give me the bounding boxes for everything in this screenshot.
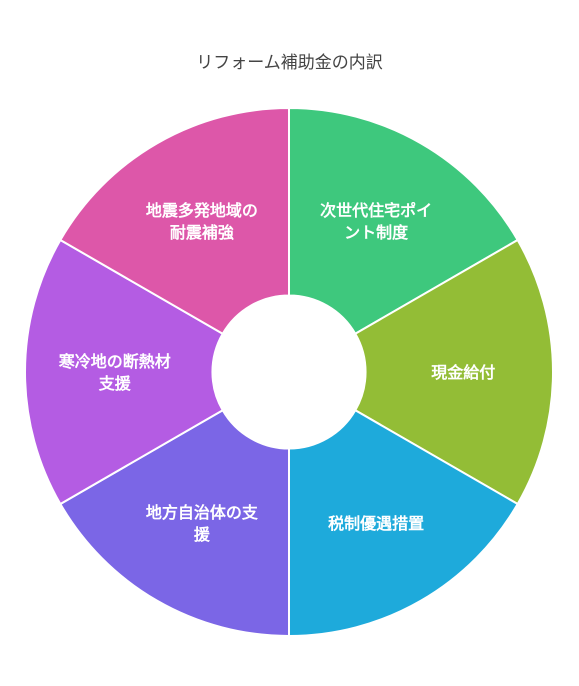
slice-label-6: 地震多発地域の耐震補強 [146, 201, 258, 242]
pie-slice-3[interactable] [288, 408, 519, 638]
slice-label-line: 税制優遇措置 [328, 514, 424, 533]
pie-slice-6[interactable] [59, 106, 290, 336]
chart-title: リフォーム補助金の内訳 [196, 53, 383, 73]
slice-label-4: 地方自治体の支援 [146, 503, 259, 544]
pie-slice-4[interactable] [59, 408, 290, 638]
slice-label-line: 寒冷地の断熱材 [58, 352, 171, 371]
slice-label-line: 次世代住宅ポイ [320, 201, 432, 220]
slice-label-line: 支援 [98, 374, 132, 393]
pie-slice-1[interactable] [288, 106, 519, 336]
slice-label-line: 地方自治体の支 [146, 503, 259, 522]
slice-label-5: 寒冷地の断熱材支援 [58, 352, 171, 393]
slice-label-2: 現金給付 [431, 363, 495, 382]
slice-label-line: 援 [194, 525, 211, 544]
slice-label-1: 次世代住宅ポイント制度 [320, 201, 432, 242]
slice-label-line: 地震多発地域の [146, 201, 258, 220]
slice-label-line: ント制度 [344, 223, 409, 242]
slice-label-line: 現金給付 [431, 363, 495, 382]
slice-label-3: 税制優遇措置 [328, 514, 424, 533]
slice-label-line: 耐震補強 [170, 223, 234, 242]
